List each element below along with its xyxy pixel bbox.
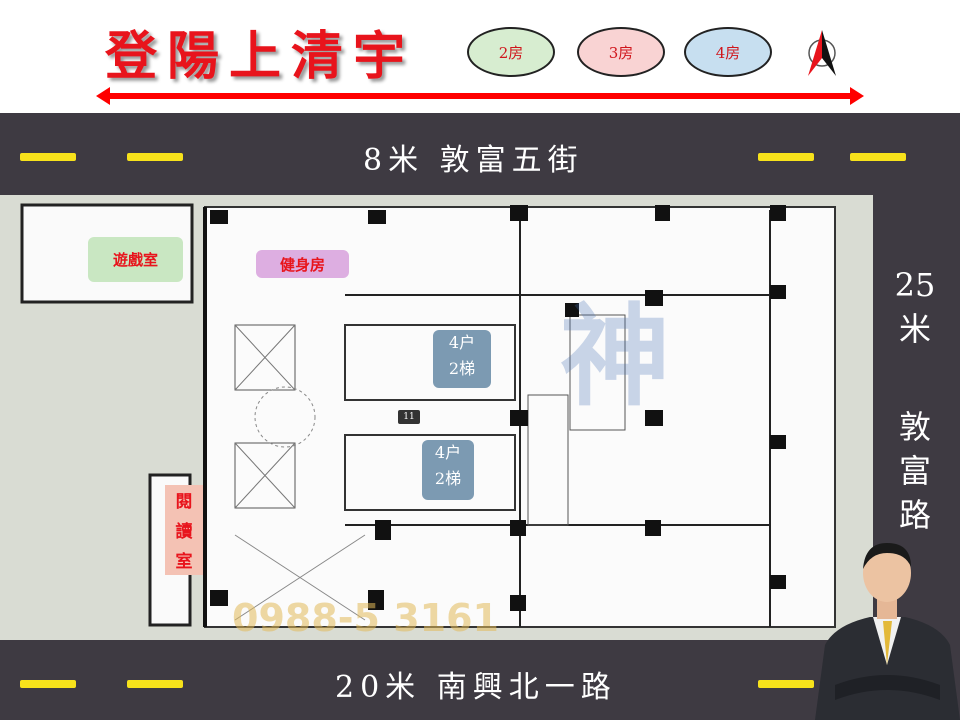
road-bottom-label: 20米 南興北一路 <box>335 670 617 705</box>
lane-dash <box>758 153 814 161</box>
lane-dash <box>20 680 76 688</box>
project-title: 登陽上清宇 <box>105 26 416 87</box>
road-top-label: 8米 敦富五街 <box>363 143 584 178</box>
watermark-brand: 神 <box>560 292 670 421</box>
room-reading: 閱讀室 <box>165 485 203 575</box>
frontage-arrow <box>96 87 864 105</box>
lane-dash <box>127 680 183 688</box>
agent-photo <box>815 543 960 720</box>
legend-2-room: 2房 <box>467 27 555 77</box>
plan-marker: 11 <box>398 410 420 424</box>
lane-dash <box>127 153 183 161</box>
lane-dash <box>850 153 906 161</box>
legend-3-room: 3房 <box>577 27 665 77</box>
lane-dash <box>20 153 76 161</box>
road-right-char: 路 <box>898 496 931 534</box>
legend-4-room: 4房 <box>684 27 772 77</box>
road-top: 8米 敦富五街 <box>0 113 960 195</box>
room-game: 遊戲室 <box>88 237 183 282</box>
road-right-char: 敦 <box>898 408 931 446</box>
room-gym: 健身房 <box>256 250 349 278</box>
north-arrow-icon <box>808 30 836 76</box>
road-right-width: 25米 <box>894 266 936 348</box>
lane-dash <box>758 680 814 688</box>
watermark-phone: 0988-5 3161 <box>232 596 499 640</box>
road-bottom: 20米 南興北一路 <box>0 640 960 720</box>
road-right-char: 富 <box>898 452 931 490</box>
